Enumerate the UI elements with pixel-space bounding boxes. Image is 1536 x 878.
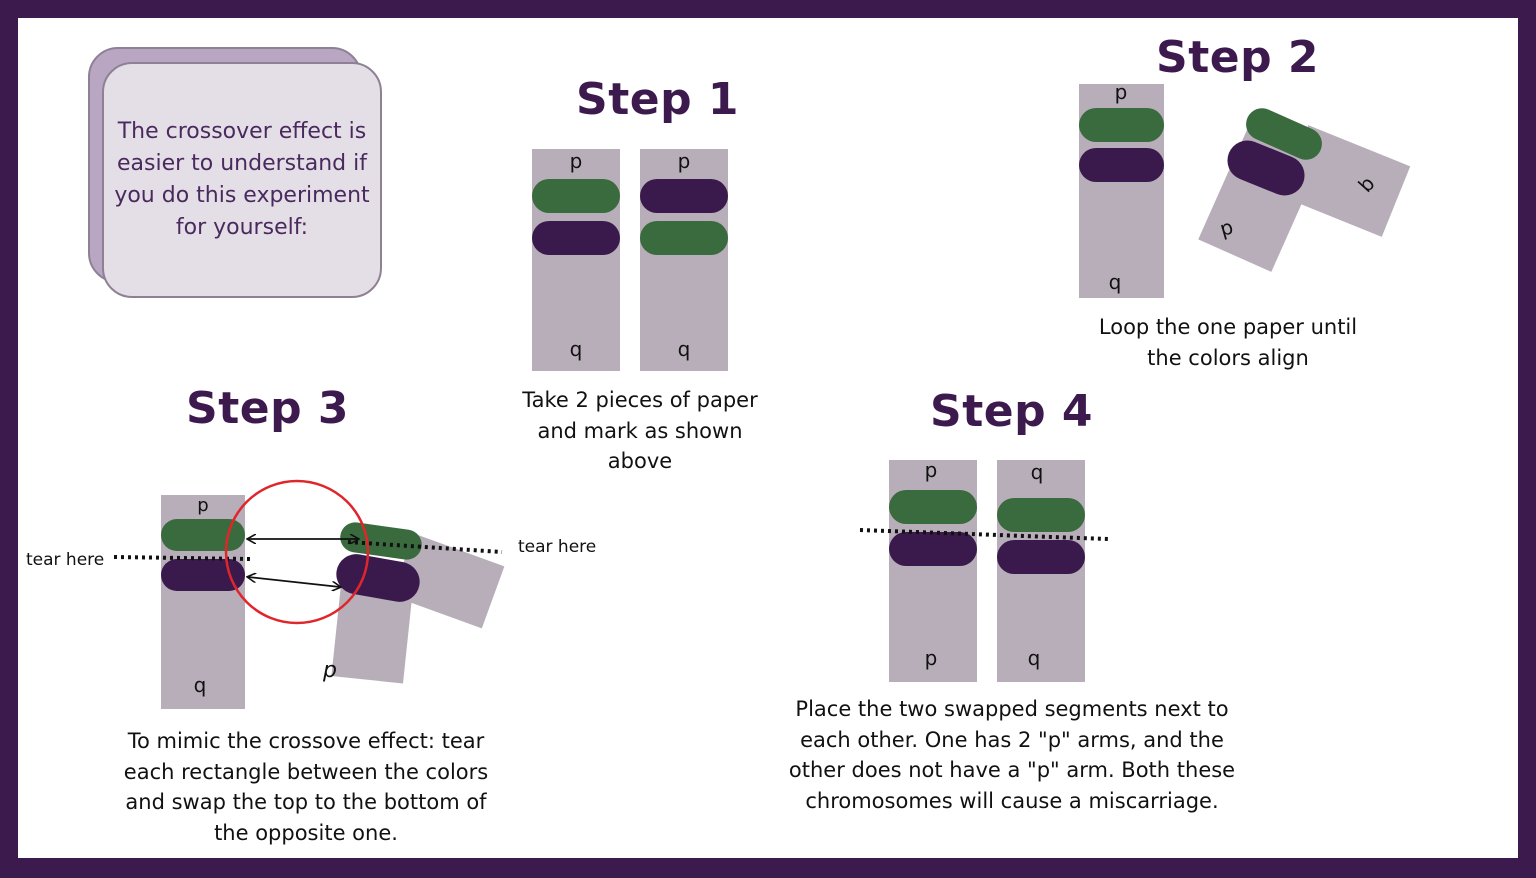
step1-left-green-band <box>532 179 620 213</box>
step4-left-purple-band <box>889 532 977 566</box>
step1-left-purple-band <box>532 221 620 255</box>
step3-title: Step 3 <box>186 383 349 434</box>
step4-right-strip: q q <box>997 460 1085 682</box>
step3-straight-strip: p q <box>161 495 245 709</box>
step3-q-label: q <box>193 673 207 697</box>
annotation-overlay <box>113 479 1109 625</box>
step4-right-purple-band <box>997 540 1085 574</box>
step2-straight-strip: p q <box>1079 80 1164 298</box>
step3-tear-line-left <box>113 555 251 561</box>
step1-caption: Take 2 pieces of paper and mark as shown… <box>522 388 758 473</box>
step1-right-purple-band <box>640 179 728 213</box>
step3-looped-p-label: p <box>323 658 337 683</box>
step4-right-top-label: q <box>1030 460 1044 484</box>
step1-left-q-label: q <box>569 337 583 361</box>
step1-left-strip: p q <box>532 149 620 371</box>
step2-p-label: p <box>1114 80 1128 104</box>
intro-card: The crossover effect is easier to unders… <box>102 62 382 298</box>
step2-purple-band <box>1079 148 1164 182</box>
step4-left-top-label: p <box>924 458 938 482</box>
step4-title: Step 4 <box>930 386 1093 437</box>
step3-highlight-circle <box>224 479 370 625</box>
step4-left-bottom-label: p <box>924 646 938 670</box>
step1-right-strip: p q <box>640 149 728 371</box>
step3-caption: To mimic the crossove effect: tear each … <box>123 729 489 845</box>
step3-p-label: p <box>197 495 209 516</box>
step2-q-label: q <box>1108 270 1122 294</box>
step3-tear-right-label: tear here <box>518 537 597 557</box>
step4-right-green-band <box>997 498 1085 532</box>
step4-left-strip: p p <box>889 458 977 682</box>
diagram-canvas: The crossover effect is easier to unders… <box>18 18 1518 858</box>
step1-left-p-label: p <box>569 149 583 173</box>
step4-right-bottom-label: q <box>1027 646 1041 670</box>
step2-caption: Loop the one paper until the colors alig… <box>1098 315 1358 370</box>
step3-tear-left-label: tear here <box>26 550 105 570</box>
step3-tear-line-right <box>347 540 503 554</box>
step1-title: Step 1 <box>576 74 739 125</box>
step4-caption: Place the two swapped segments next to e… <box>788 697 1236 813</box>
step4-tear-line <box>859 528 1109 541</box>
step2-green-band <box>1079 108 1164 142</box>
intro-text: The crossover effect is easier to unders… <box>114 119 370 240</box>
step1-right-p-label: p <box>677 149 691 173</box>
step1-right-q-label: q <box>677 337 691 361</box>
step1-right-green-band <box>640 221 728 255</box>
step2-title: Step 2 <box>1156 32 1319 83</box>
step4-left-green-band <box>889 490 977 524</box>
step3-purple-band <box>161 559 245 591</box>
step3-swap-arrow-bottom <box>248 577 340 587</box>
